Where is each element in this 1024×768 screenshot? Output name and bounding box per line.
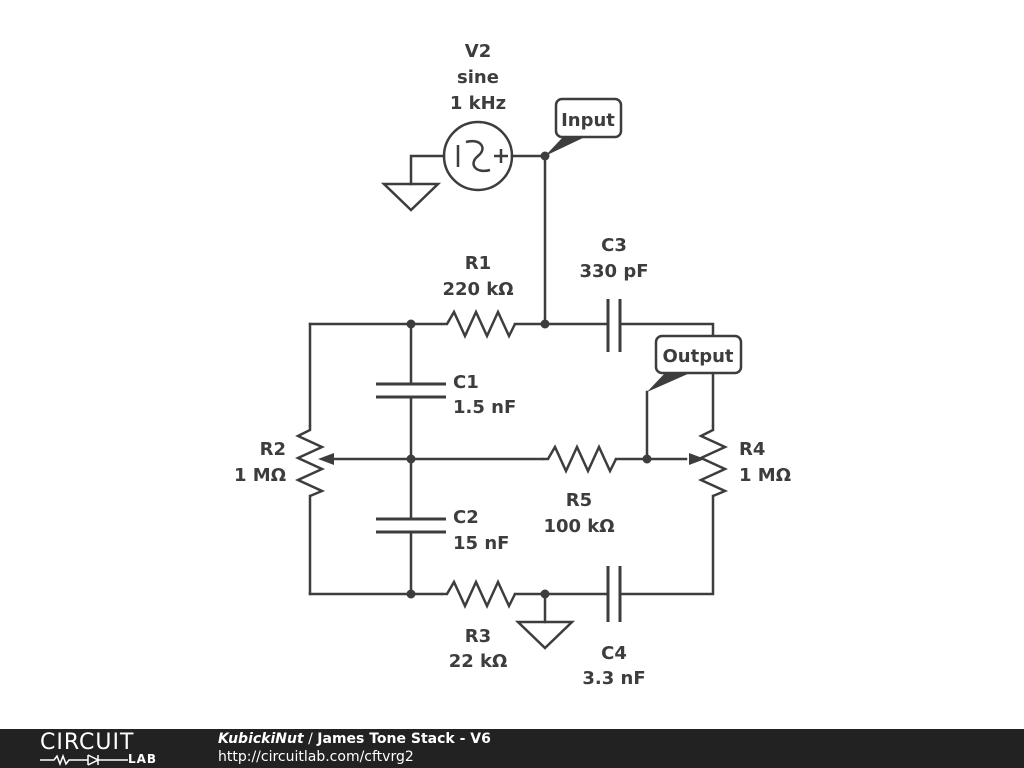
r4-ref: R4 bbox=[739, 439, 765, 460]
capacitor-c4[interactable]: C4 3.3 nF bbox=[582, 566, 646, 689]
capacitor-icon bbox=[376, 382, 446, 399]
logo-text-bottom: LAB bbox=[128, 752, 158, 766]
c1-ref: C1 bbox=[453, 372, 479, 393]
wire-c3-to-r4 bbox=[618, 322, 715, 427]
v2-value: 1 kHz bbox=[450, 93, 506, 114]
capacitor-icon bbox=[376, 517, 446, 534]
v2-ref: V2 bbox=[465, 41, 491, 62]
capacitor-c3[interactable]: C3 330 pF bbox=[579, 235, 649, 352]
junction-output bbox=[642, 454, 652, 464]
tag-pointer-icon bbox=[647, 373, 690, 392]
schematic-canvas: V2 sine 1 kHz R1 220 kΩ C3 330 pF C1 1.5… bbox=[234, 41, 791, 689]
resistor-icon bbox=[441, 578, 517, 610]
resistor-r3[interactable]: R3 22 kΩ bbox=[441, 578, 517, 672]
circuitlab-logo[interactable]: CIRCUIT LAB bbox=[40, 730, 180, 767]
resistor-icon bbox=[441, 308, 517, 340]
capacitor-icon bbox=[606, 299, 622, 352]
c2-value: 15 nF bbox=[453, 533, 509, 554]
ground-icon bbox=[514, 620, 576, 650]
capacitor-c2[interactable]: C2 15 nF bbox=[376, 507, 509, 554]
resistor-r5[interactable]: R5 100 kΩ bbox=[542, 443, 618, 537]
junction-bottom-ground bbox=[540, 589, 550, 599]
wiper-arrow-icon bbox=[689, 453, 705, 465]
wire-source-ground bbox=[409, 154, 446, 186]
capacitor-icon bbox=[606, 566, 622, 622]
credit-line: KubickiNut / James Tone Stack - V6 bbox=[218, 731, 491, 748]
r5-value: 100 kΩ bbox=[543, 516, 614, 537]
c3-ref: C3 bbox=[601, 235, 627, 256]
c4-ref: C4 bbox=[601, 643, 627, 664]
r2-ref: R2 bbox=[260, 439, 286, 460]
sine-wave-icon bbox=[465, 139, 491, 173]
credit-separator: / bbox=[303, 731, 318, 747]
logo-text-top: CIRCUIT bbox=[40, 730, 135, 755]
r1-value: 220 kΩ bbox=[442, 279, 513, 300]
tag-box bbox=[554, 97, 623, 139]
v2-type: sine bbox=[457, 67, 499, 88]
potentiometer-r2[interactable]: R2 1 MΩ bbox=[234, 425, 334, 498]
junction-top-left bbox=[406, 319, 416, 329]
junction-mid bbox=[406, 454, 416, 464]
circuit-url[interactable]: http://circuitlab.com/cftvrg2 bbox=[218, 749, 414, 765]
capacitor-c1[interactable]: C1 1.5 nF bbox=[376, 372, 516, 418]
resistor-icon bbox=[294, 425, 326, 498]
r4-value: 1 MΩ bbox=[739, 465, 791, 486]
c1-value: 1.5 nF bbox=[453, 397, 516, 418]
source-plus-icon bbox=[494, 149, 508, 163]
input-tag-label: Input bbox=[561, 110, 615, 131]
wire-right-bottom bbox=[618, 494, 715, 596]
input-tag[interactable]: Input bbox=[545, 97, 623, 156]
c3-value: 330 pF bbox=[579, 261, 648, 282]
junction-top-r1 bbox=[540, 319, 550, 329]
r1-ref: R1 bbox=[465, 253, 491, 274]
logo-waveform-icon bbox=[40, 753, 128, 767]
footer-bar: CIRCUIT LAB KubickiNut / James Tone Stac… bbox=[0, 729, 1024, 768]
r2-value: 1 MΩ bbox=[234, 465, 286, 486]
output-tag-label: Output bbox=[662, 346, 733, 367]
resistor-r1[interactable]: R1 220 kΩ bbox=[441, 253, 517, 340]
output-tag[interactable]: Output bbox=[647, 334, 743, 392]
wiper-arrow-icon bbox=[318, 453, 334, 465]
r3-ref: R3 bbox=[465, 626, 491, 647]
r3-value: 22 kΩ bbox=[449, 651, 508, 672]
resistor-icon bbox=[697, 425, 729, 498]
author-name[interactable]: KubickiNut bbox=[218, 731, 304, 747]
c4-value: 3.3 nF bbox=[582, 668, 645, 689]
resistor-icon bbox=[542, 443, 618, 475]
circuit-title[interactable]: James Tone Stack - V6 bbox=[317, 731, 491, 747]
ground-icon bbox=[380, 182, 442, 212]
source-v2[interactable]: V2 sine 1 kHz bbox=[442, 41, 514, 192]
junction-bottom-left bbox=[406, 589, 416, 599]
sine-source-icon bbox=[442, 120, 514, 192]
potentiometer-r4[interactable]: R4 1 MΩ bbox=[689, 425, 791, 498]
r5-ref: R5 bbox=[566, 490, 592, 511]
tag-box bbox=[654, 334, 743, 375]
tag-pointer-icon bbox=[545, 137, 585, 156]
c2-ref: C2 bbox=[453, 507, 479, 528]
